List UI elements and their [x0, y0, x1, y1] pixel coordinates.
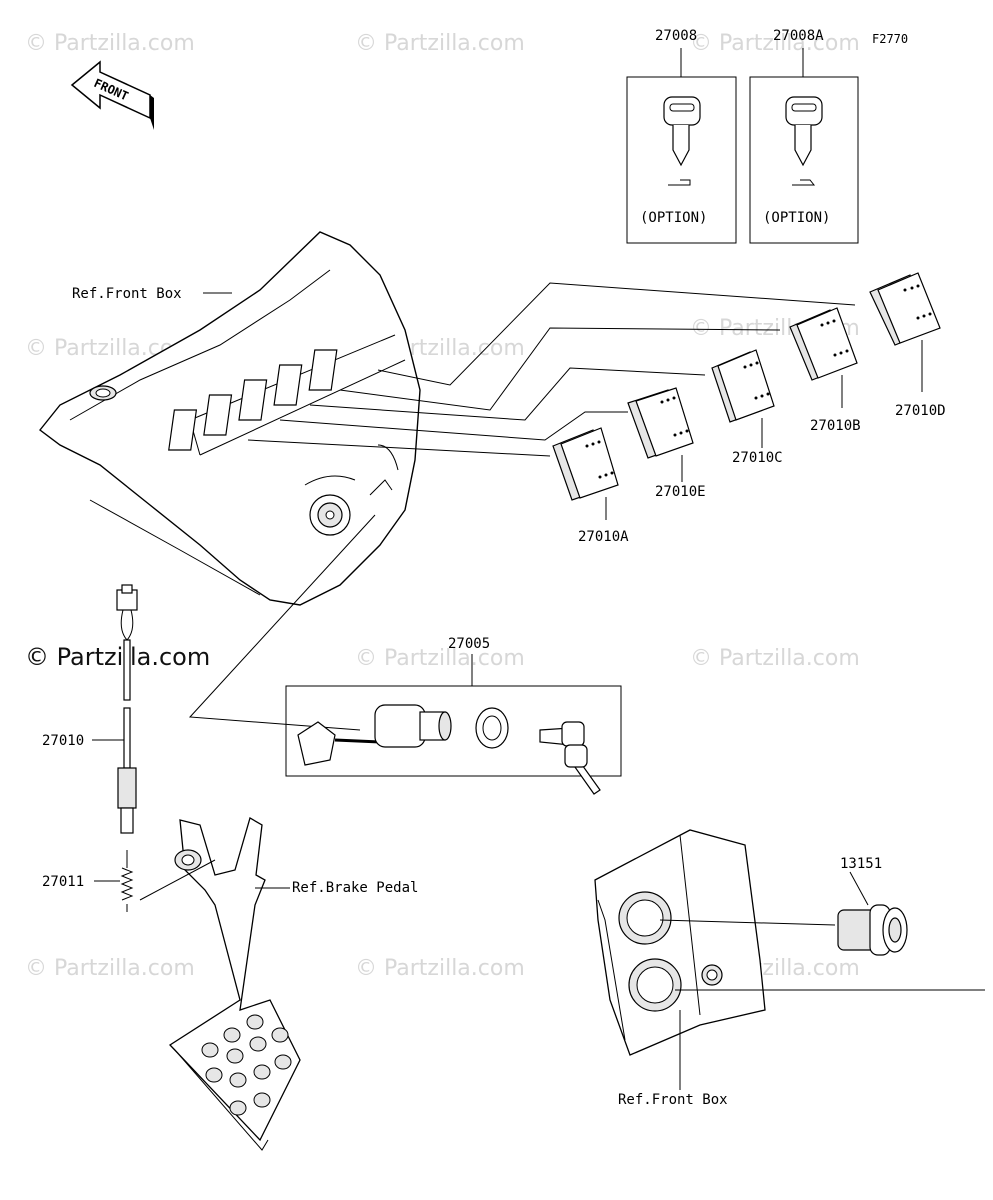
rocker-switch-27010d: 27010D	[869, 272, 946, 419]
dc-socket-panel: Ref.Front Box	[594, 829, 766, 1108]
switch-leaders	[247, 282, 856, 457]
ref-front-box-top: Ref.Front Box	[72, 286, 182, 302]
part-number-27010b: 27010B	[810, 418, 861, 434]
part-number-27011: 27011	[42, 874, 84, 890]
brake-pedal: Ref.Brake Pedal	[139, 817, 418, 1151]
brake-light-switch: 27010	[42, 584, 138, 834]
front-box-panel: Ref.Front Box	[39, 231, 421, 606]
watermark: © Partzilla.com	[355, 646, 525, 671]
option-label: (OPTION)	[640, 210, 707, 226]
front-direction-arrow: FRONT	[70, 60, 154, 130]
rocker-switch-27010b: 27010B	[789, 307, 861, 434]
figure-code: F2770	[872, 32, 908, 46]
ref-brake-pedal: Ref.Brake Pedal	[292, 880, 418, 896]
return-spring: 27011	[42, 850, 134, 912]
rocker-switch-27010c: 27010C	[711, 349, 783, 466]
part-number-13151: 13151	[840, 856, 882, 872]
key-option-a: 27008 (OPTION)	[626, 28, 737, 244]
part-number-27008a: 27008A	[773, 28, 824, 44]
watermark: © Partzilla.com	[690, 646, 860, 671]
dc-socket-13151: 13151	[659, 856, 985, 991]
part-number-27010d: 27010D	[895, 403, 946, 419]
watermark: © Partzilla.com	[25, 956, 195, 981]
watermark: © Partzilla.com	[355, 31, 525, 56]
watermark: © Partzilla.com	[355, 956, 525, 981]
part-number-27010c: 27010C	[732, 450, 783, 466]
watermark-prominent: © Partzilla.com	[25, 643, 210, 671]
part-number-27005: 27005	[448, 636, 490, 652]
part-number-27010: 27010	[42, 733, 84, 749]
ref-front-box-bottom: Ref.Front Box	[618, 1092, 728, 1108]
ignition-switch-assembly: 27005	[188, 514, 622, 795]
rocker-switch-27010a: 27010A	[552, 427, 629, 545]
part-number-27010a: 27010A	[578, 529, 629, 545]
option-label: (OPTION)	[763, 210, 830, 226]
watermark: © Partzilla.com	[690, 31, 860, 56]
part-number-27008: 27008	[655, 28, 697, 44]
rocker-switch-27010e: 27010E	[627, 387, 706, 500]
key-option-b: 27008A (OPTION)	[749, 28, 859, 244]
watermark: © Partzilla.com	[25, 31, 195, 56]
part-number-27010e: 27010E	[655, 484, 706, 500]
